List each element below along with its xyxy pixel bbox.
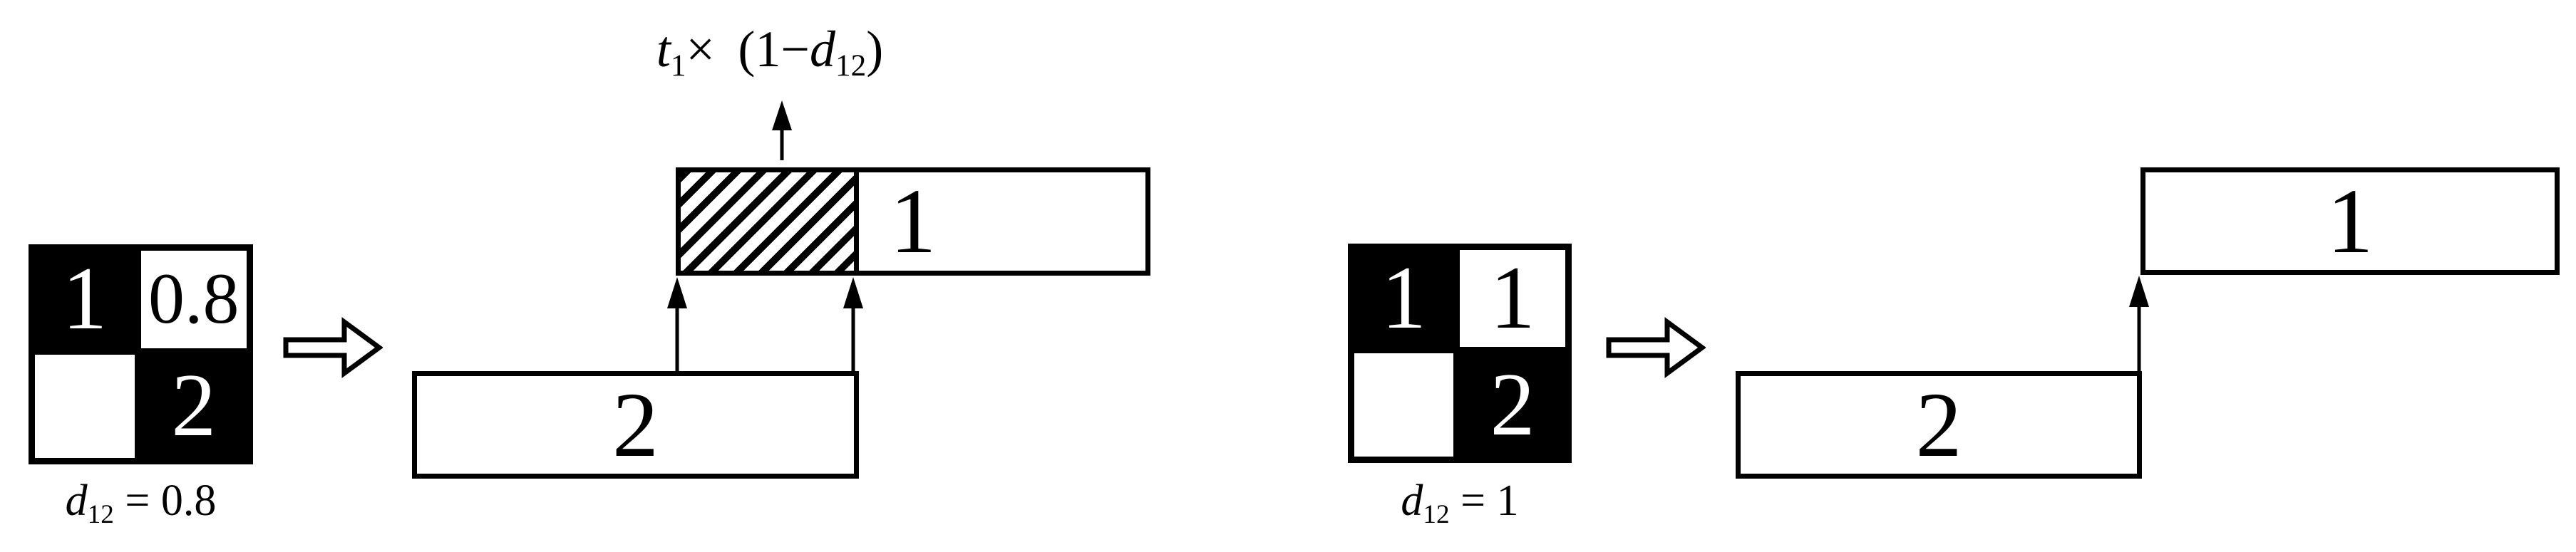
- dependency-arrow-left-icon: [667, 277, 687, 372]
- task1-bar-right: 1: [2140, 167, 2560, 275]
- matrix-cell-1-1: 1: [1354, 250, 1460, 353]
- caption-value: = 0.8: [113, 477, 217, 525]
- task2-label: 2: [1915, 373, 1962, 477]
- matrix-cell-value: 1: [1490, 249, 1535, 348]
- formula-variable-d: d: [810, 21, 836, 78]
- task1-label: 1: [890, 170, 937, 273]
- matrix-cell-1-1: 1: [35, 251, 141, 355]
- task1-label: 1: [2327, 170, 2374, 273]
- dependency-matrix-right: 1 1 2: [1348, 244, 1572, 463]
- formula-variable-t: t: [656, 21, 671, 78]
- formula-close-paren: ): [866, 21, 884, 78]
- matrix-caption-right: d12 = 1: [1401, 477, 1519, 530]
- task2-bar-right: 2: [1736, 371, 2142, 479]
- matrix-cell-1-2: 1: [1460, 250, 1565, 353]
- dependency-arrow-icon: [2129, 276, 2149, 371]
- caption-variable: d: [1401, 477, 1423, 525]
- task2-bar-left: 2: [412, 371, 859, 479]
- overlap-formula-label: t1×(1−d12): [656, 21, 884, 83]
- formula-open-expression: (1−: [738, 21, 810, 78]
- formula-times-sign: ×: [686, 21, 716, 78]
- overlap-hatched-segment: [681, 172, 859, 271]
- matrix-cell-2-1: [1354, 353, 1460, 457]
- caption-value: = 1: [1449, 477, 1519, 525]
- task1-bar-left: 1: [676, 167, 1150, 276]
- matrix-cell-2-1: [35, 354, 141, 458]
- matrix-cell-value: 2: [171, 356, 217, 456]
- rightward-double-arrow-icon: [1606, 317, 1706, 378]
- rightward-double-arrow-icon: [283, 317, 383, 378]
- matrix-cell-value: 0.8: [148, 259, 239, 340]
- overlap-formula-arrow-icon: [772, 100, 792, 160]
- matrix-cell-1-2: 0.8: [140, 251, 247, 355]
- matrix-cell-value: 1: [1381, 249, 1426, 348]
- matrix-caption-left: d12 = 0.8: [65, 477, 217, 530]
- matrix-cell-2-2: 2: [1460, 353, 1565, 457]
- matrix-cell-value: 1: [62, 249, 108, 349]
- dependency-arrow-right-icon: [843, 277, 863, 372]
- caption-variable: d: [65, 477, 88, 525]
- matrix-cell-value: 2: [1490, 355, 1535, 454]
- dependency-matrix-left: 1 0.8 2: [29, 244, 253, 464]
- task2-label: 2: [612, 373, 659, 477]
- matrix-cell-2-2: 2: [140, 354, 247, 458]
